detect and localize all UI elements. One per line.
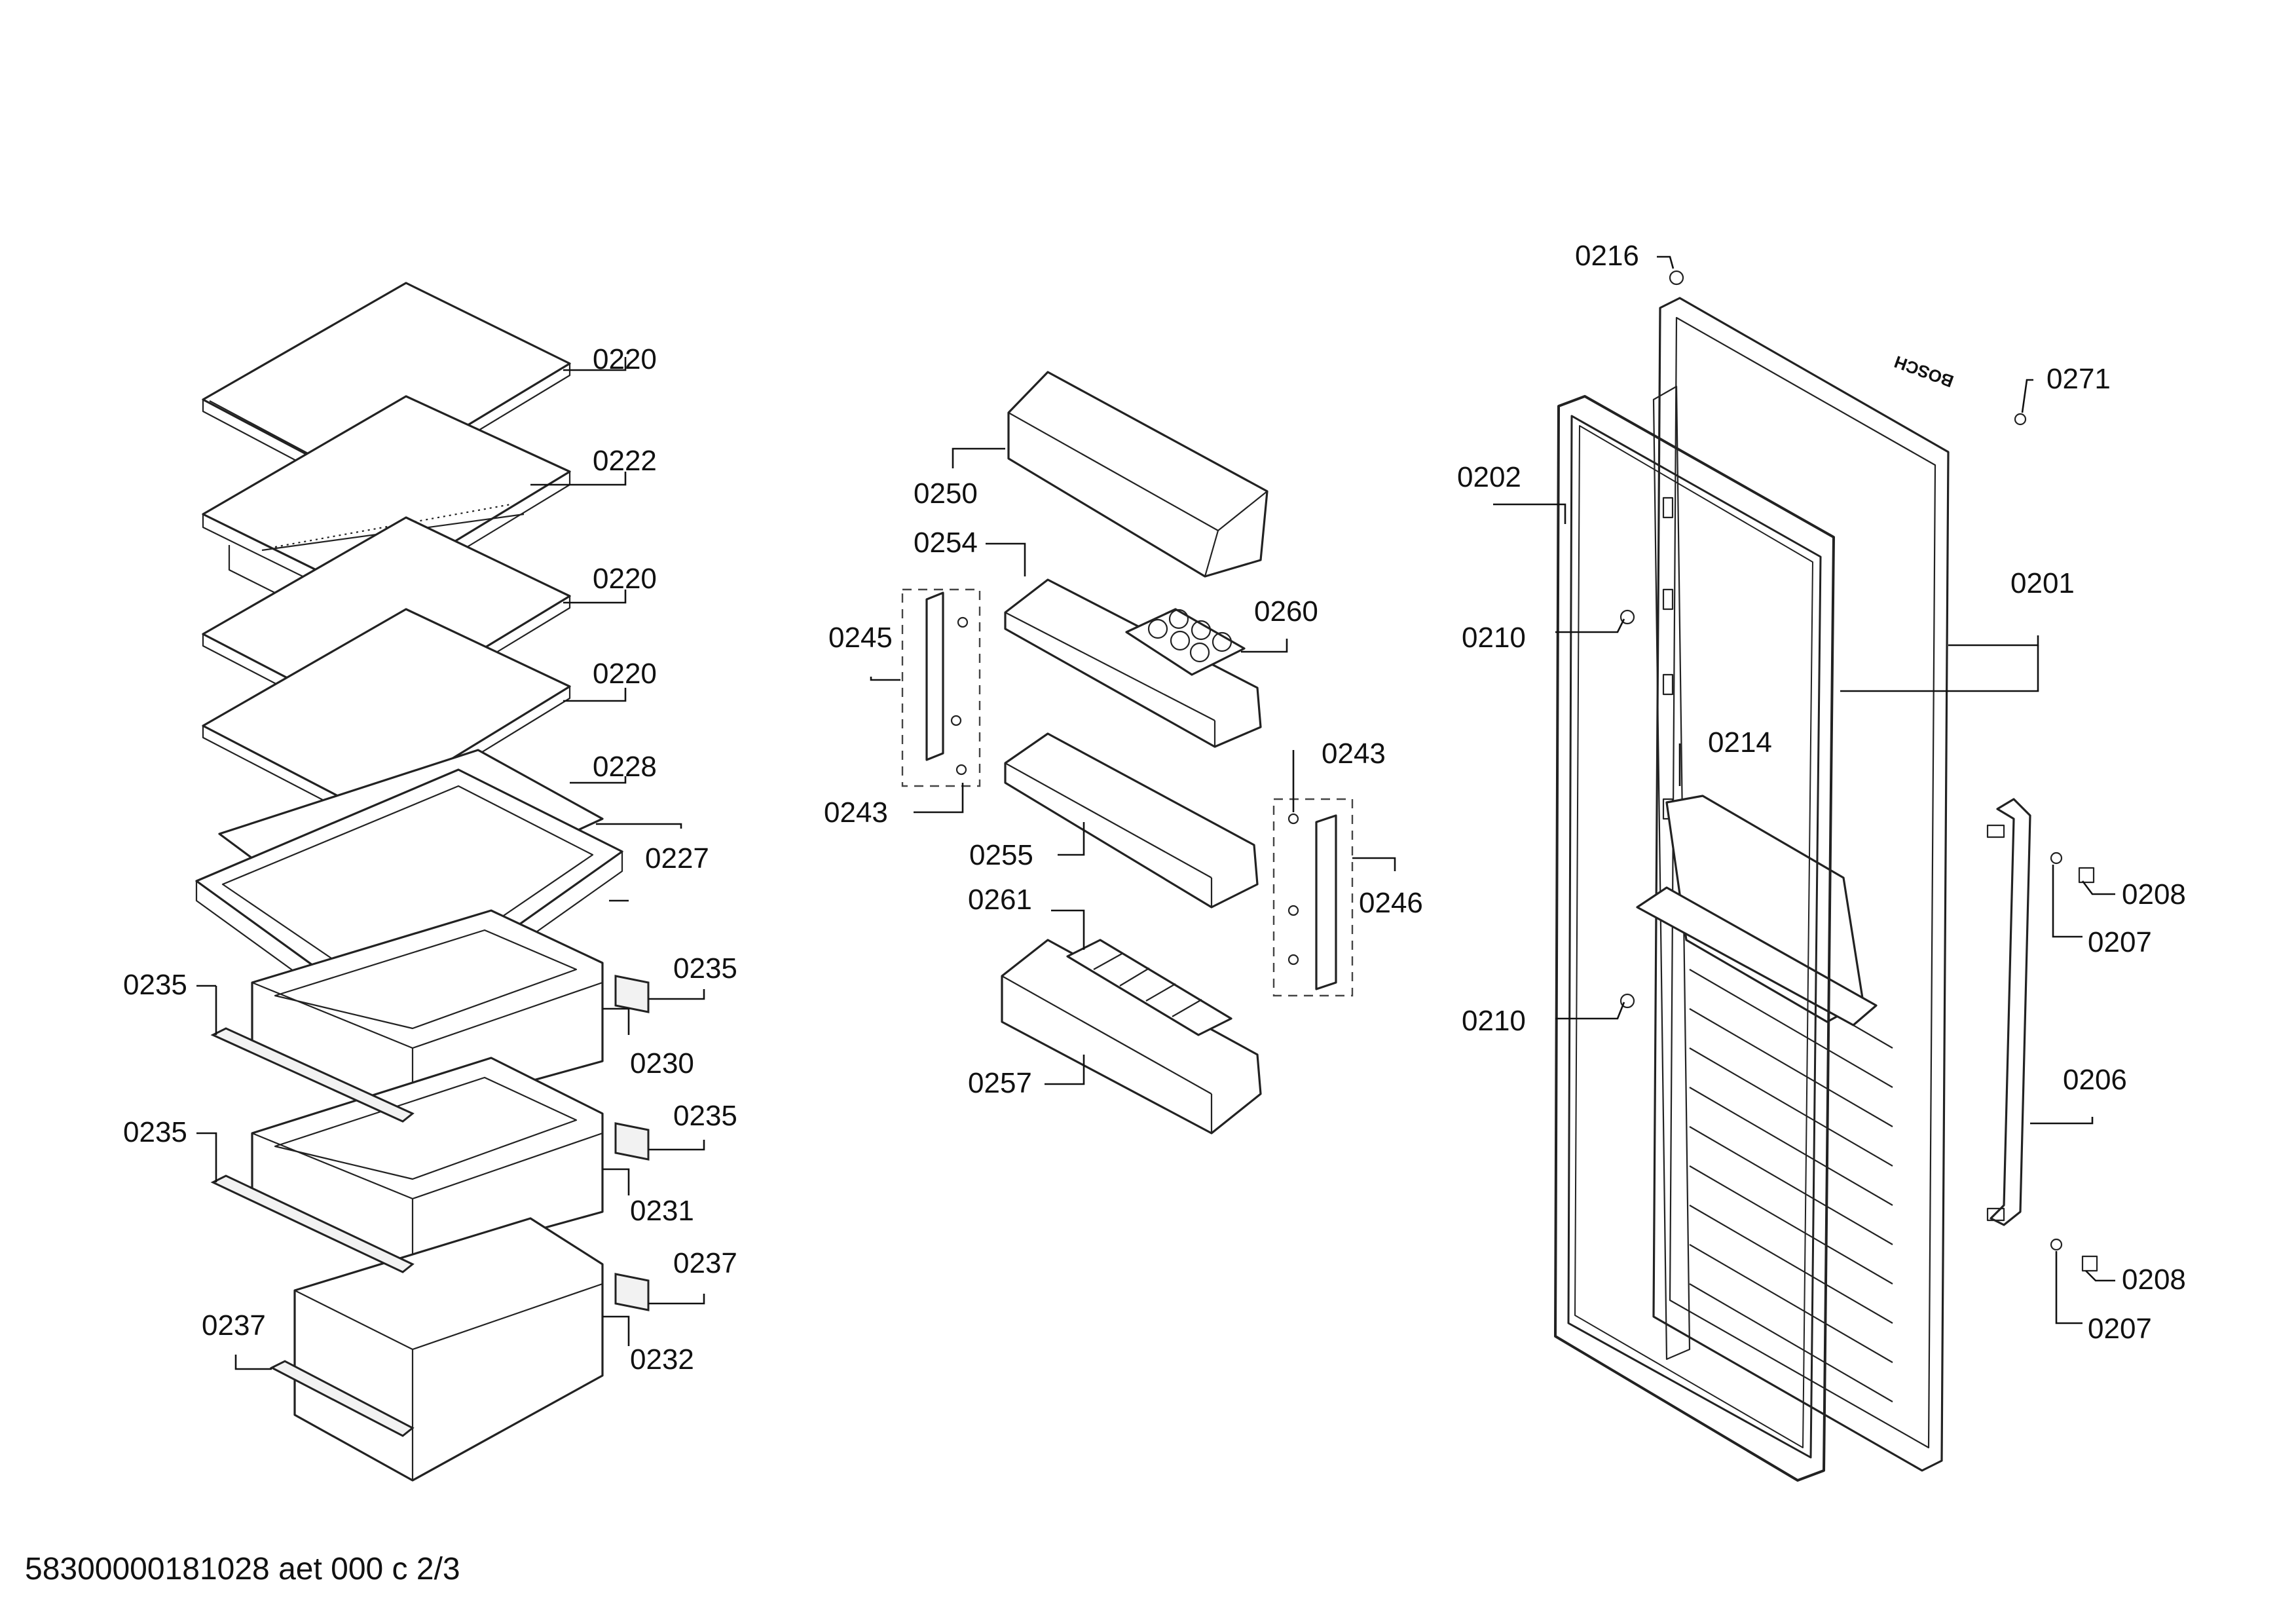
shelf-stack-illustration <box>195 282 650 1482</box>
balcony-0254 <box>1004 578 1262 748</box>
callout-0246: 0246 <box>1359 887 1423 919</box>
callout-0254: 0254 <box>914 527 978 559</box>
callout-0245: 0245 <box>828 622 893 654</box>
callout-0208-upper: 0208 <box>2122 878 2186 910</box>
bracket-0246 <box>1272 798 1354 997</box>
callout-0210-lower: 0210 <box>1462 1005 1526 1037</box>
door-shelves-illustration <box>901 371 1354 1135</box>
callout-0206: 0206 <box>2063 1064 2127 1096</box>
door-liner-ribs <box>1689 929 1893 1402</box>
leader-lines <box>196 255 2115 1370</box>
callout-0227: 0227 <box>645 842 709 874</box>
callout-0208-lower: 0208 <box>2122 1264 2186 1296</box>
brand-mark: BOSCH <box>1892 352 1957 391</box>
callout-0201: 0201 <box>2010 567 2075 599</box>
door-assembly-illustration: BOSCH <box>1554 270 2098 1482</box>
balcony-lid-0250 <box>1007 371 1268 578</box>
callout-0237-right: 0237 <box>673 1247 737 1279</box>
callout-0220-b: 0220 <box>593 563 657 595</box>
callout-0237-left: 0237 <box>202 1309 266 1342</box>
callout-0243-right: 0243 <box>1322 738 1386 770</box>
callout-0220-a: 0220 <box>593 343 657 375</box>
egg-tray <box>1125 608 1246 676</box>
balcony-0257 <box>1001 939 1262 1135</box>
callout-0255: 0255 <box>969 839 1033 871</box>
drawer-0232 <box>293 1217 604 1482</box>
callout-0222: 0222 <box>593 445 657 477</box>
callout-0207-upper: 0207 <box>2088 926 2152 958</box>
callout-0261: 0261 <box>968 884 1032 916</box>
callout-labels: 0220 0222 0220 0220 0228 0227 0235 0235 … <box>123 240 2186 1376</box>
document-reference-footer: 58300000181028 aet 000 c 2/3 <box>25 1552 460 1586</box>
callout-0202: 0202 <box>1457 461 1521 493</box>
callout-0250: 0250 <box>914 478 978 510</box>
callout-0257: 0257 <box>968 1067 1032 1099</box>
callout-0216: 0216 <box>1575 240 1639 272</box>
callout-0235-right-a: 0235 <box>673 952 737 985</box>
small-fixings <box>1620 270 2098 1272</box>
callout-0243-left: 0243 <box>824 797 888 829</box>
callout-0207-lower: 0207 <box>2088 1313 2152 1345</box>
drawer-rails <box>210 975 650 1437</box>
bracket-0245 <box>901 588 981 787</box>
callout-0231: 0231 <box>630 1195 694 1227</box>
bottle-holder-0261 <box>1066 939 1232 1036</box>
callout-0235-left-b: 0235 <box>123 1116 187 1148</box>
callout-0232: 0232 <box>630 1343 694 1376</box>
balcony-0255 <box>1004 732 1259 909</box>
door-handle-0206 <box>1986 798 2031 1226</box>
callout-0260: 0260 <box>1254 595 1318 628</box>
callout-0220-c: 0220 <box>593 658 657 690</box>
callout-0235-right-b: 0235 <box>673 1100 737 1132</box>
callout-0235-left-a: 0235 <box>123 969 187 1001</box>
callout-0228: 0228 <box>593 751 657 783</box>
callout-0230: 0230 <box>630 1047 694 1079</box>
callout-0214: 0214 <box>1708 726 1772 759</box>
callout-0210-upper: 0210 <box>1462 622 1526 654</box>
callout-0271: 0271 <box>2046 363 2111 395</box>
